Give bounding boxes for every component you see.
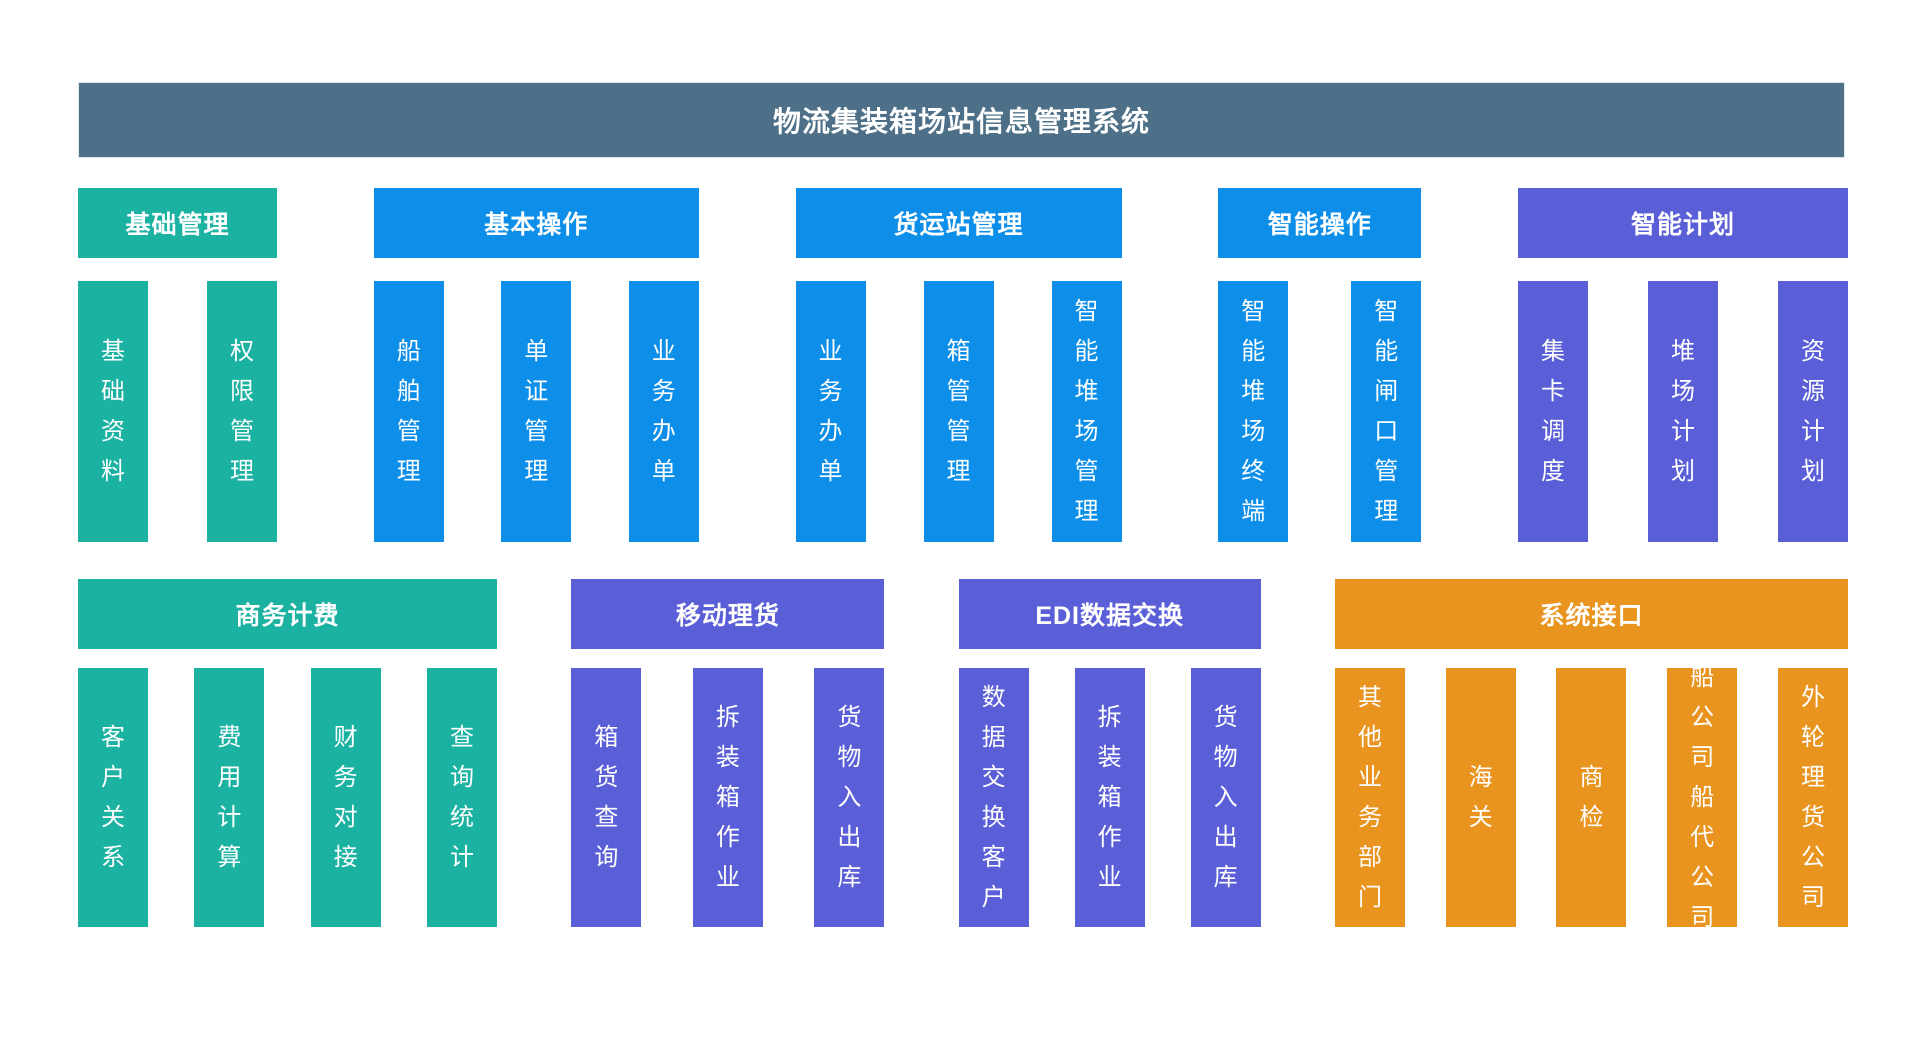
group-columns: 箱货查询 拆装箱作业 货物入出库: [571, 668, 885, 927]
module-item: 船舶管理: [373, 281, 444, 542]
module-item: 商检: [1556, 668, 1627, 927]
module-item-label: 海关: [1468, 763, 1493, 831]
module-item: 船公司船代公司: [1667, 664, 1738, 931]
module-item: 资源计划: [1778, 281, 1848, 542]
module-item-label: 业务办单: [651, 337, 676, 485]
module-group: EDI数据交换数据交换客户 拆装箱作业 货物入出库: [958, 579, 1261, 927]
module-item: 集卡调度: [1518, 281, 1588, 542]
group-header: 基础管理: [78, 188, 277, 258]
module-item: 客户关系: [78, 668, 148, 927]
system-title-banner: 物流集装箱场站信息管理系统: [78, 82, 1845, 158]
group-columns: 数据交换客户 拆装箱作业 货物入出库: [958, 668, 1261, 927]
module-item: 箱货查询: [571, 668, 642, 927]
module-item-label: 智能堆场终端: [1241, 297, 1266, 525]
module-item-label: 船舶管理: [396, 337, 421, 485]
group-columns: 基础资料 权限管理: [78, 281, 277, 542]
module-group: 智能计划集卡调度 堆场计划 资源计划: [1518, 188, 1848, 542]
module-group: 移动理货箱货查询 拆装箱作业 货物入出库: [571, 579, 885, 927]
group-header: 智能计划: [1518, 188, 1848, 258]
module-group: 基础管理基础资料 权限管理: [78, 188, 277, 542]
diagram-content: 基础管理基础资料 权限管理 基本操作船舶管理 单证管理 业务办单 货运站管理业务办单 箱管管…: [78, 188, 1848, 931]
module-item-label: 拆装箱作业: [715, 703, 740, 891]
module-item: 拆装箱作业: [1074, 668, 1145, 927]
module-item-label: 费用计算: [217, 723, 242, 871]
module-item-label: 数据交换客户: [981, 683, 1006, 911]
group-columns: 其他业务部门 海关 商检 船公司船代公司 外轮理货公司: [1334, 664, 1848, 931]
module-item-label: 权限管理: [230, 337, 254, 485]
module-item-label: 单证管理: [524, 337, 549, 485]
module-item: 拆装箱作业: [692, 668, 763, 927]
module-group: 系统接口其他业务部门 海关 商检 船公司船代公司 外轮理货公司: [1334, 579, 1848, 931]
module-item-label: 智能堆场管理: [1074, 297, 1099, 525]
system-title: 物流集装箱场站信息管理系统: [772, 106, 1150, 137]
module-item-label: 箱货查询: [594, 723, 619, 871]
module-item: 查询统计: [426, 668, 497, 927]
module-item: 基础资料: [78, 281, 148, 542]
module-item-label: 业务办单: [818, 337, 843, 485]
module-item-label: 集卡调度: [1541, 337, 1565, 485]
module-item: 单证管理: [501, 281, 572, 542]
module-item: 数据交换客户: [958, 668, 1029, 927]
group-header: EDI数据交换: [958, 579, 1261, 649]
module-item-label: 资源计划: [1801, 337, 1825, 485]
module-item: 业务办单: [795, 281, 866, 542]
group-header: 系统接口: [1334, 579, 1848, 649]
module-item: 业务办单: [628, 281, 699, 542]
group-header: 商务计费: [78, 579, 497, 649]
group-columns: 客户关系 费用计算 财务对接 查询统计: [78, 668, 497, 927]
module-item-label: 船公司船代公司: [1690, 663, 1715, 931]
module-item: 财务对接: [310, 668, 381, 927]
group-columns: 船舶管理 单证管理 业务办单: [373, 281, 699, 542]
module-item: 箱管管理: [923, 281, 994, 542]
module-item: 智能堆场管理: [1051, 281, 1122, 542]
module-item-label: 货物入出库: [837, 703, 862, 891]
diagram-row: 基础管理基础资料 权限管理 基本操作船舶管理 单证管理 业务办单 货运站管理业务办单 箱管管…: [78, 188, 1848, 542]
module-group: 基本操作船舶管理 单证管理 业务办单: [373, 188, 699, 542]
group-columns: 集卡调度 堆场计划 资源计划: [1518, 281, 1848, 542]
group-header: 基本操作: [373, 188, 699, 258]
module-item: 智能堆场终端: [1218, 281, 1289, 542]
module-item-label: 基础资料: [101, 337, 125, 485]
module-item: 智能闸口管理: [1351, 281, 1422, 542]
module-item: 费用计算: [194, 668, 265, 927]
module-item-label: 商检: [1579, 763, 1604, 831]
module-group: 智能操作智能堆场终端 智能闸口管理: [1218, 188, 1422, 542]
module-item-label: 货物入出库: [1213, 703, 1238, 891]
module-item: 堆场计划: [1648, 281, 1718, 542]
module-item-label: 外轮理货公司: [1800, 683, 1825, 911]
module-item-label: 箱管管理: [946, 337, 971, 485]
group-header: 移动理货: [571, 579, 885, 649]
module-item: 货物入出库: [814, 668, 885, 927]
module-item: 货物入出库: [1190, 668, 1261, 927]
module-item-label: 客户关系: [101, 723, 125, 871]
module-group: 商务计费客户关系 费用计算 财务对接 查询统计: [78, 579, 497, 927]
module-item: 外轮理货公司: [1777, 668, 1848, 927]
group-columns: 智能堆场终端 智能闸口管理: [1218, 281, 1422, 542]
module-item: 其他业务部门: [1334, 668, 1405, 927]
group-header: 智能操作: [1218, 188, 1422, 258]
group-header: 货运站管理: [795, 188, 1122, 258]
module-item-label: 其他业务部门: [1357, 683, 1382, 911]
module-item-label: 拆装箱作业: [1097, 703, 1122, 891]
module-group: 货运站管理业务办单 箱管管理 智能堆场管理: [795, 188, 1122, 542]
module-item-label: 查询统计: [449, 723, 474, 871]
group-columns: 业务办单 箱管管理 智能堆场管理: [795, 281, 1122, 542]
module-item-label: 财务对接: [333, 723, 358, 871]
module-item-label: 智能闸口管理: [1374, 297, 1399, 525]
module-item: 海关: [1445, 668, 1516, 927]
module-item: 权限管理: [207, 281, 277, 542]
module-item-label: 堆场计划: [1671, 337, 1695, 485]
